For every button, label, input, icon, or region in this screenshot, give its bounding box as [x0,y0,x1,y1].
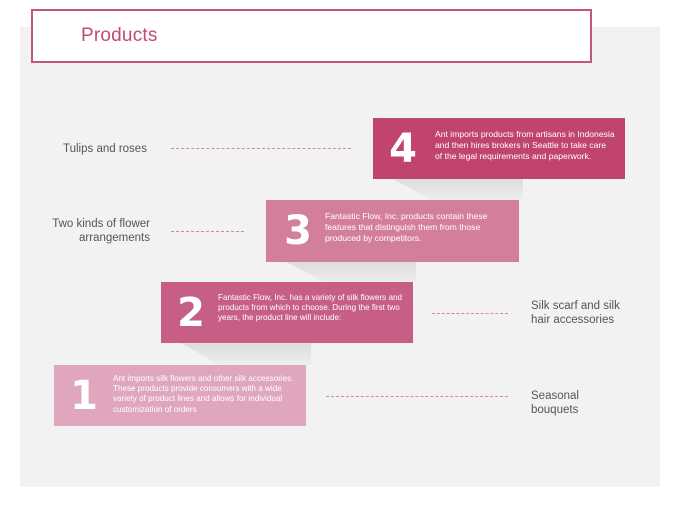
step-3-connector [171,231,244,232]
step-2-box: 2 Fantastic Flow, Inc. has a variety of … [161,282,413,343]
step-3-number: 3 [284,208,312,254]
step-3-label: Two kinds of flower arrangements [52,218,150,244]
step-4-number: 4 [389,125,417,172]
step-4-text: Ant imports products from artisans in In… [435,129,615,161]
step-2-text: Fantastic Flow, Inc. has a variety of si… [218,293,402,323]
title-box: Products [31,9,592,63]
step-1-connector [326,396,508,397]
step-2-label: Silk scarf and silk hair accessories [531,300,620,326]
step-3-text: Fantastic Flow, Inc. products contain th… [325,211,488,243]
step-2-shadow [181,343,311,365]
step-3-shadow [286,262,416,282]
step-4-connector [171,148,351,149]
step-4-label: Tulips and roses [63,143,147,155]
step-1-number: 1 [70,372,98,419]
step-1-label: Seasonal bouquets [531,390,579,416]
step-4-shadow [393,179,523,200]
step-2-connector [432,313,508,314]
step-1-text: Ant imports silk flowers and other silk … [113,374,294,414]
step-3-box: 3 Fantastic Flow, Inc. products contain … [266,200,519,262]
page-title: Products [81,25,158,46]
step-1-box: 1 Ant imports silk flowers and other sil… [54,365,306,426]
step-4-box: 4 Ant imports products from artisans in … [373,118,625,179]
step-2-number: 2 [177,289,205,336]
